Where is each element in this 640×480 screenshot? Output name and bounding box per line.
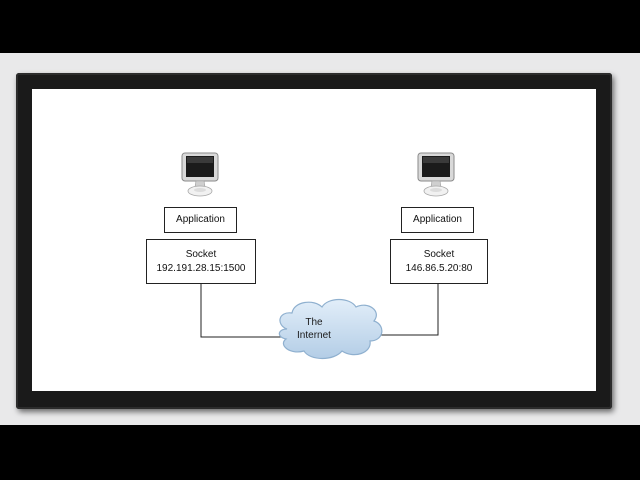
internet-cloud-icon xyxy=(278,298,383,360)
right-socket-label: Socket xyxy=(423,249,455,260)
left-socket-address: 192.191.28.15:1500 xyxy=(156,262,246,274)
presentation-stage: Application Application Socket 192.191.2… xyxy=(0,53,640,425)
left-socket-box: Socket 192.191.28.15:1500 xyxy=(146,239,256,284)
right-application-label: Application xyxy=(413,214,462,226)
diagram-canvas xyxy=(129,97,499,380)
right-connection-line xyxy=(370,284,439,336)
right-socket-address: 146.86.5.20:80 xyxy=(405,262,473,274)
left-connection-line xyxy=(200,284,284,338)
left-application-box: Application xyxy=(164,207,237,233)
right-application-box: Application xyxy=(401,207,474,233)
right-socket-box: Socket 146.86.5.20:80 xyxy=(390,239,488,284)
left-application-label: Application xyxy=(176,214,225,226)
slide: Application Application Socket 192.191.2… xyxy=(32,89,596,391)
internet-cloud-label: The Internet xyxy=(278,317,350,342)
slide-frame: Application Application Socket 192.191.2… xyxy=(16,73,612,409)
cloud-label-line1: The xyxy=(305,317,323,328)
left-socket-label: Socket xyxy=(185,249,217,260)
imac-computer-icon xyxy=(181,152,219,197)
imac-computer-icon xyxy=(417,152,455,197)
cloud-label-line2: Internet xyxy=(297,329,331,341)
